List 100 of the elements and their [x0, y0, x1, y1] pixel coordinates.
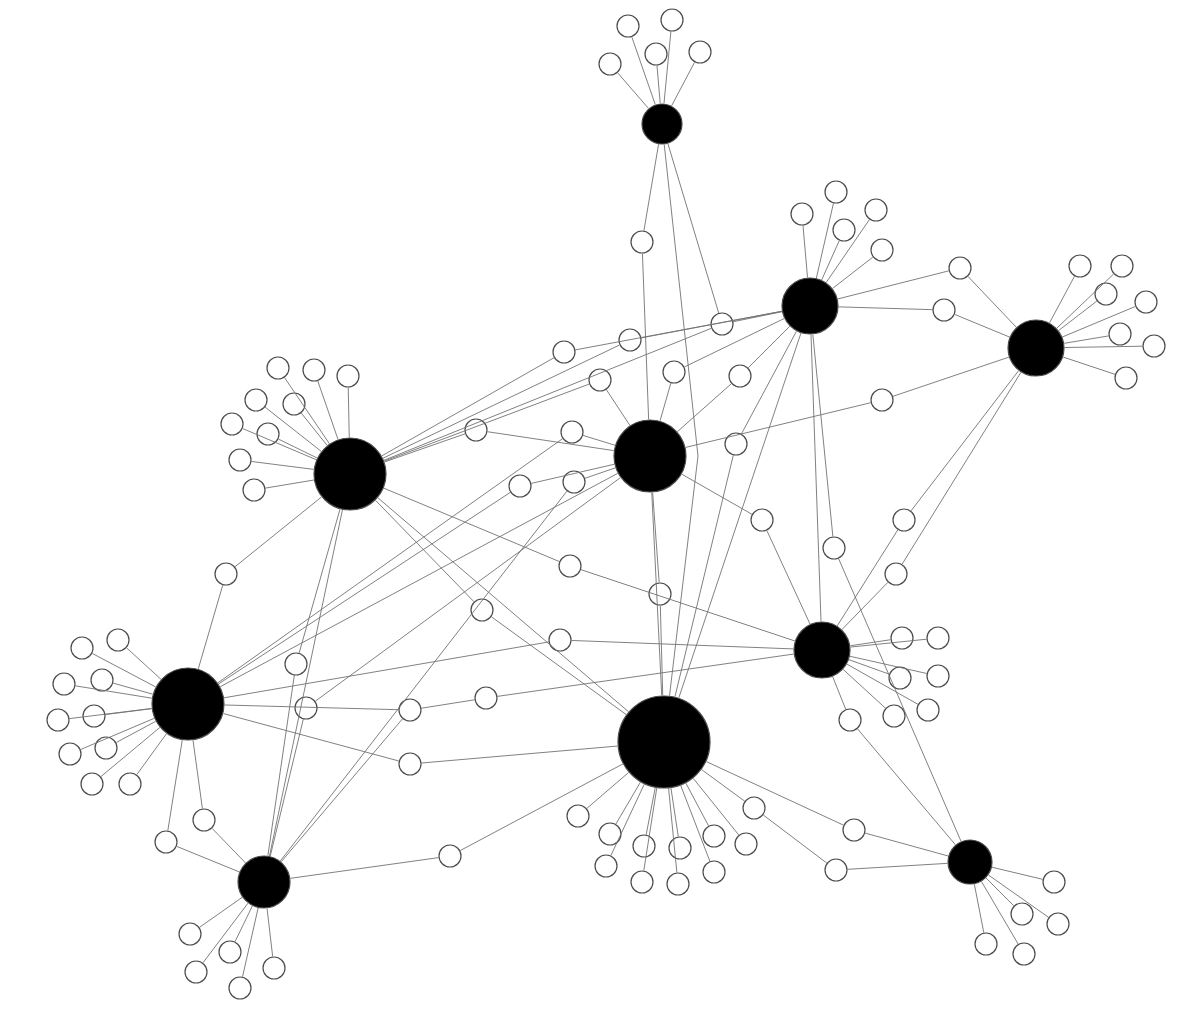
edge-line	[197, 584, 224, 670]
node-circle	[842, 818, 866, 842]
edge-line	[850, 638, 927, 648]
edge-line	[967, 275, 1017, 328]
node-circle	[838, 708, 862, 732]
edge-line	[251, 461, 315, 470]
node-circle	[80, 772, 104, 796]
edge-line	[642, 253, 650, 420]
edge-line	[651, 492, 663, 696]
edge-line	[676, 383, 732, 433]
node-circle	[630, 230, 654, 254]
node-circle	[666, 872, 690, 896]
edge-line	[383, 383, 590, 462]
edge-line	[663, 31, 672, 104]
edge-line	[269, 718, 304, 857]
edge-line	[838, 306, 933, 311]
edge-line	[680, 785, 711, 862]
node-circle	[58, 742, 82, 766]
node-circle	[750, 508, 774, 532]
edge-line	[842, 668, 886, 709]
edge-line	[1049, 275, 1075, 324]
node-circle	[398, 752, 422, 776]
node-circle	[90, 668, 114, 692]
edge-line	[832, 256, 874, 289]
edge-line	[832, 676, 847, 710]
node-circle	[566, 804, 590, 828]
edge-line	[266, 907, 274, 957]
node-circle	[562, 470, 586, 494]
hub-circle	[781, 277, 839, 335]
edge-line	[670, 787, 679, 837]
node-circle	[598, 822, 622, 846]
node-circle	[184, 960, 208, 984]
edge-line	[864, 832, 949, 857]
node-circle	[1108, 322, 1132, 346]
edge-line	[298, 508, 341, 654]
node-circle	[702, 824, 726, 848]
node-circle	[256, 422, 280, 446]
edge-line	[219, 472, 619, 688]
node-circle	[648, 582, 672, 606]
edge-line	[136, 733, 167, 776]
edge-line	[643, 143, 660, 231]
node-circle	[882, 704, 906, 728]
hub-circle	[613, 419, 687, 493]
edge-line	[985, 877, 1015, 907]
edge-line	[571, 640, 794, 650]
node-circle	[284, 652, 308, 676]
edge-line	[421, 745, 619, 764]
edge-line	[167, 739, 183, 831]
node-circle	[220, 412, 244, 436]
node-circle	[742, 796, 766, 820]
node-circle	[688, 40, 712, 64]
node-circle	[668, 836, 692, 860]
node-circle	[302, 358, 326, 382]
node-circle	[218, 940, 242, 964]
hub-circle	[617, 695, 711, 789]
edge-line	[69, 708, 153, 720]
edge-line	[857, 728, 956, 846]
edge-line	[732, 311, 783, 323]
edge-line	[1056, 273, 1115, 329]
node-circle	[1068, 254, 1092, 278]
edge-line	[459, 763, 624, 851]
edge-line	[605, 389, 631, 426]
edge-line	[685, 782, 709, 827]
edge-line	[678, 332, 802, 699]
node-circle	[644, 42, 668, 66]
node-circle	[1010, 902, 1034, 926]
edge-line	[631, 36, 656, 105]
edge-line	[267, 675, 295, 857]
node-circle	[336, 364, 360, 388]
edge-line	[211, 827, 246, 864]
edge-line	[615, 781, 641, 825]
edge-line	[126, 647, 162, 680]
edge-line	[848, 659, 890, 675]
node-circle	[242, 478, 266, 502]
edge-line	[284, 377, 330, 445]
edge-line	[810, 334, 822, 622]
edge-line	[849, 639, 891, 647]
edge-line	[112, 682, 154, 695]
node-circle	[1134, 290, 1158, 314]
edge-line	[317, 380, 339, 440]
node-circle	[822, 536, 846, 560]
edge-line	[692, 777, 740, 836]
edge-line	[279, 490, 568, 862]
edge-line	[300, 412, 328, 446]
edge-line	[199, 896, 243, 928]
edge-line	[838, 558, 962, 842]
node-circle	[192, 808, 216, 832]
edge-line	[667, 143, 720, 314]
edge-line	[892, 356, 1010, 397]
node-circle	[560, 420, 584, 444]
edge-line	[640, 310, 783, 339]
edge-line	[705, 761, 844, 826]
node-circle	[548, 628, 572, 652]
node-circle	[1114, 366, 1138, 390]
edge-line	[176, 845, 240, 873]
edge-line	[1063, 335, 1109, 344]
node-circle	[508, 474, 532, 498]
node-circle	[118, 772, 142, 796]
edge-line	[668, 787, 678, 873]
edge-line	[586, 771, 630, 809]
